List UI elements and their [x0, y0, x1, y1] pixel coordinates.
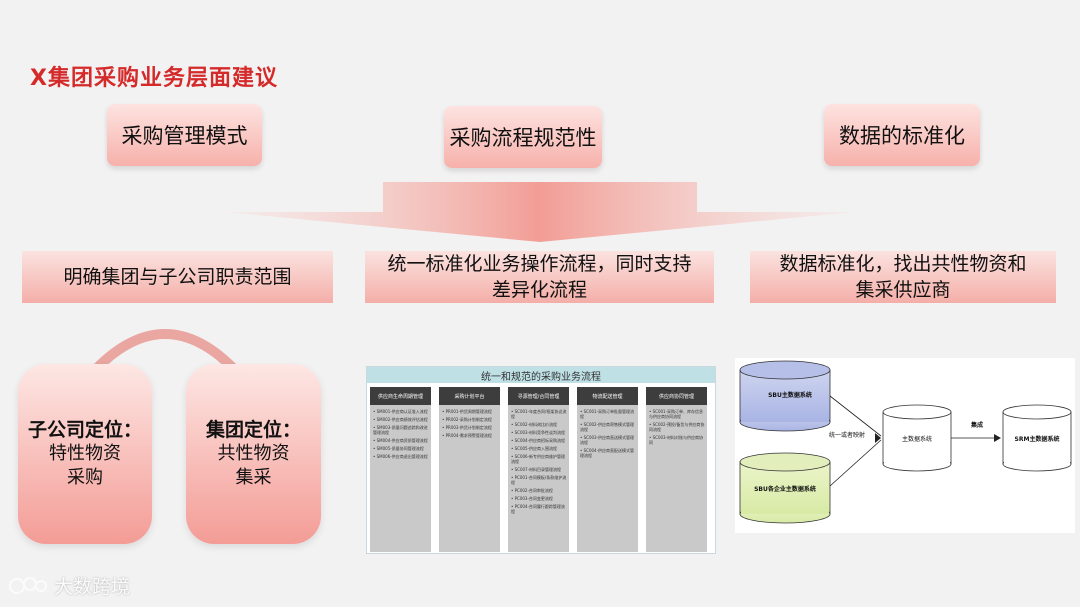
- group-line2: 集采: [235, 467, 272, 488]
- process-item: • SM006-供应商退出管理流程: [373, 454, 428, 459]
- process-item: • SM002-供应商绩效评估流程: [373, 417, 428, 422]
- process-item: • SC002-预投/备货与供应商协同流程: [649, 422, 705, 432]
- process-item: • SC002-材料询比价流程: [511, 422, 558, 427]
- process-item: • SC002-供应商寄售模式管理流程: [580, 422, 635, 432]
- process-item: • SC007-材料目录管理流程: [511, 467, 562, 472]
- process-item: • SM005-质量协同管理流程: [373, 446, 424, 451]
- process-column: 寻源管理/合同管理 • SC001-年度合同/框架协议流程 • SC002-材料询…: [508, 387, 569, 552]
- process-item: • SC005-供应商入围流程: [511, 446, 558, 451]
- mapping-label: 统一或者映射: [828, 432, 865, 439]
- process-item: • SC004-供应商招标采购流程: [511, 438, 566, 443]
- band-process: 统一标准化业务操作流程，同时支持差异化流程: [365, 251, 714, 303]
- watermark-logo-icon: [9, 576, 47, 594]
- process-column-head: 供应商生命周期管理: [370, 387, 431, 405]
- srm-cylinder: [1002, 404, 1072, 472]
- process-item: • SC003-材料竞争性谈判流程: [511, 430, 566, 435]
- process-item: • SC003-供应商直送模式管理流程: [580, 435, 635, 445]
- sbu-master-label: SBU主数据系统: [768, 392, 812, 399]
- process-item: • PR003-供货计划制定流程: [442, 425, 492, 430]
- process-item: • SC006-新专供应商维护管理流程: [511, 454, 566, 464]
- watermark-text: 大数跨境: [54, 576, 131, 598]
- srm-label: SRM主数据系统: [1014, 436, 1060, 443]
- process-item: • SM001-供应商认证准入流程: [373, 409, 428, 414]
- group-position-box: 集团定位： 共性物资 集采: [186, 364, 321, 544]
- pill-process-standard: 采购流程规范性: [444, 106, 602, 168]
- process-item: • SM003-质量问题追踪和改进管理流程: [373, 425, 428, 435]
- process-item: • SC004-供应商直配送模式管理流程: [580, 448, 635, 458]
- process-item: • PR002-采购计划制定流程: [442, 417, 492, 422]
- process-item: • PC001-合同模板/条款维护流程: [511, 475, 567, 485]
- process-item: • SC001-采购订单批量管理流程: [580, 409, 635, 419]
- process-items: • SM001-供应商认证准入流程 • SM002-供应商绩效评估流程 • SM00…: [373, 409, 429, 462]
- process-items: • PR001-供货周期管理流程 • PR002-采购计划制定流程 • PR003-…: [442, 409, 498, 441]
- group-title: 集团定位：: [205, 419, 301, 441]
- sbu-master-cylinder: [739, 360, 831, 432]
- process-item: • SC001-年度合同/框架协议流程: [511, 409, 567, 419]
- process-item: • SM004-供应商资质管理流程: [373, 438, 428, 443]
- process-column: 供应商协同管理 • SC001-采购订单、库存信息与供应商协同流程 • SC002…: [646, 387, 707, 552]
- sbu-enterprise-label: SBU各企业主数据系统: [754, 486, 816, 493]
- pill-procurement-mode: 采购管理模式: [107, 104, 262, 166]
- subsidiary-line1: 特性物资: [49, 443, 121, 464]
- data-diagram: SBU主数据系统 SBU各企业主数据系统 统一或者映射 主数据系统 集成 SRM…: [735, 358, 1075, 533]
- process-column-head: 物流配送管理: [577, 387, 638, 405]
- process-item: • PC003-合同变更流程: [511, 496, 553, 501]
- subsidiary-position-box: 子公司定位： 特性物资 采购: [18, 364, 152, 544]
- process-item: • PC004-合同履行跟踪管理流程: [511, 504, 565, 514]
- integrate-label: 集成: [970, 422, 983, 429]
- page-title: X集团采购业务层面建议: [30, 66, 278, 91]
- process-items: • SC001-年度合同/框架协议流程 • SC002-材料询比价流程 • SC00…: [511, 409, 567, 517]
- band-responsibility: 明确集团与子公司职责范围: [22, 251, 333, 303]
- process-column-head: 供应商协同管理: [646, 387, 707, 405]
- subsidiary-line2: 采购: [67, 467, 103, 488]
- process-table: 统一和规范的采购业务流程 供应商生命周期管理 • SM001-供应商认证准入流程…: [366, 366, 716, 554]
- process-item: • PR004-需求预警管理流程: [442, 433, 492, 438]
- process-column: 物流配送管理 • SC001-采购订单批量管理流程 • SC002-供应商寄售模式…: [577, 387, 638, 552]
- master-label: 主数据系统: [901, 436, 932, 443]
- process-items: • SC001-采购订单、库存信息与供应商协同流程 • SC002-预投/备货与供…: [649, 409, 705, 448]
- subsidiary-title: 子公司定位：: [27, 419, 142, 441]
- process-item: • SC001-采购订单、库存信息与供应商协同流程: [649, 409, 704, 419]
- pill-data-standard: 数据的标准化: [824, 104, 980, 166]
- process-item: • PC002-合同审批流程: [511, 488, 553, 493]
- group-line1: 共性物资: [217, 443, 290, 464]
- process-column-head: 采购计划平台: [439, 387, 500, 405]
- funnel-arrow: [225, 182, 855, 242]
- sbu-enterprise-cylinder: [739, 452, 831, 524]
- process-column: 供应商生命周期管理 • SM001-供应商认证准入流程 • SM002-供应商绩效…: [370, 387, 431, 552]
- band-data: 数据标准化，找出共性物资和集采供应商: [750, 251, 1056, 303]
- process-column-head: 寻源管理/合同管理: [508, 387, 569, 405]
- process-item: • SC003-材料对账与供应商协同: [649, 435, 704, 445]
- process-title: 统一和规范的采购业务流程: [367, 367, 715, 383]
- process-column: 采购计划平台 • PR001-供货周期管理流程• PR002-采购计划制定流程•…: [439, 387, 500, 552]
- watermark: 大数跨境: [8, 572, 130, 599]
- process-items: • SC001-采购订单批量管理流程 • SC002-供应商寄售模式管理流程 • S…: [580, 409, 636, 461]
- data-diagram-svg: [739, 360, 1072, 524]
- process-item: • PR001-供货周期管理流程: [442, 409, 492, 414]
- master-cylinder: [882, 404, 952, 472]
- arc-connector: [92, 329, 238, 372]
